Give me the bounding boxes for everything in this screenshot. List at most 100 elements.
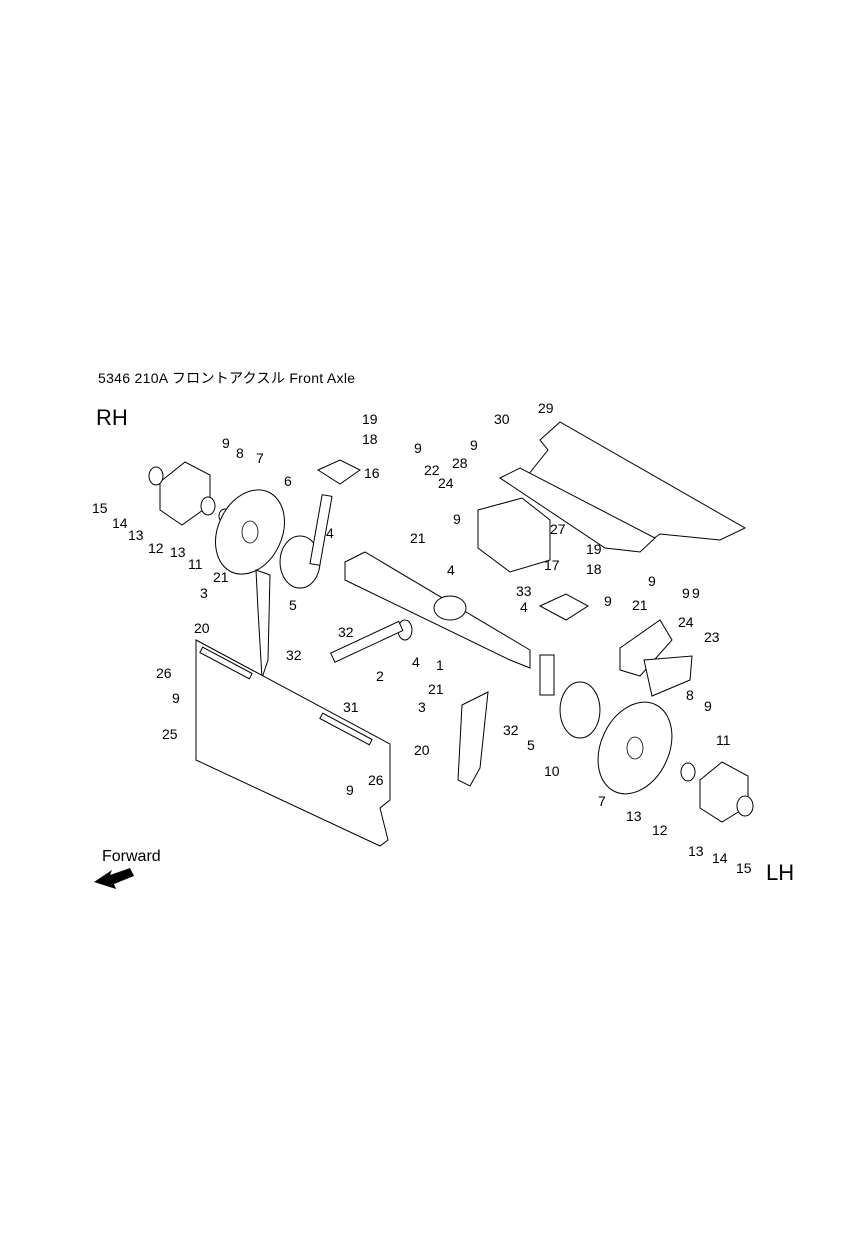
callout: 32 bbox=[503, 722, 519, 738]
pivot-pin bbox=[330, 620, 404, 663]
callout: 9 bbox=[346, 782, 354, 798]
callout: 9 bbox=[453, 511, 461, 527]
callout: 2 bbox=[376, 668, 384, 684]
callout: 9 bbox=[682, 585, 690, 601]
forward-arrow-icon bbox=[94, 868, 134, 889]
callout: 11 bbox=[188, 556, 203, 572]
callout: 5 bbox=[527, 737, 535, 753]
rh-bearing-inner bbox=[200, 496, 216, 516]
callout: 18 bbox=[362, 431, 378, 447]
callout: 1 bbox=[436, 657, 444, 673]
callout: 10 bbox=[544, 763, 560, 779]
callout: 12 bbox=[652, 822, 668, 838]
callout: 28 bbox=[452, 455, 468, 471]
callout: 25 bbox=[162, 726, 178, 742]
rh-bearing-outer bbox=[148, 466, 164, 486]
callout: 9 bbox=[222, 435, 230, 451]
callout: 32 bbox=[338, 624, 354, 640]
callout: 13 bbox=[128, 527, 144, 543]
callout: 9 bbox=[704, 698, 712, 714]
callout: 31 bbox=[343, 699, 359, 715]
callout: 14 bbox=[112, 515, 128, 531]
callout: 7 bbox=[598, 793, 606, 809]
callout: 5 bbox=[289, 597, 297, 613]
callout: 20 bbox=[194, 620, 210, 636]
bracket-plate bbox=[477, 497, 551, 573]
callout: 26 bbox=[156, 665, 172, 681]
forward-label: Forward bbox=[102, 848, 161, 865]
lh-bearing-outer bbox=[736, 795, 754, 817]
callout: 32 bbox=[286, 647, 302, 663]
callout: 13 bbox=[626, 808, 642, 824]
callout: 9 bbox=[470, 437, 478, 453]
rh-flange bbox=[159, 461, 211, 526]
callout: 21 bbox=[428, 681, 444, 697]
callout: 14 bbox=[712, 850, 728, 866]
rh-disc-hole bbox=[241, 520, 259, 544]
page-title: 5346 210A フロントアクスル Front Axle bbox=[98, 370, 356, 386]
lh-kingpin bbox=[539, 654, 555, 696]
callout: 26 bbox=[368, 772, 384, 788]
axle-pivot bbox=[433, 595, 467, 621]
lh-cover bbox=[643, 655, 693, 697]
callout: 21 bbox=[213, 569, 229, 585]
callout: 9 bbox=[414, 440, 422, 456]
callout: 3 bbox=[200, 585, 208, 601]
lh-guard bbox=[457, 691, 489, 787]
callout: 4 bbox=[412, 654, 420, 670]
rh-spindle bbox=[309, 494, 333, 566]
callout: 9 bbox=[648, 573, 656, 589]
apron-bar-left bbox=[199, 646, 253, 680]
callout: 6 bbox=[284, 473, 292, 489]
callout: 21 bbox=[410, 530, 426, 546]
callout: 18 bbox=[586, 561, 602, 577]
callout: 4 bbox=[520, 599, 528, 615]
callout: 27 bbox=[550, 521, 566, 537]
callout-labels: 19 18 16 9 30 29 9 28 22 24 9 27 9 8 7 6… bbox=[92, 400, 752, 876]
callout: 23 bbox=[704, 629, 720, 645]
lh-bearing-inner bbox=[680, 762, 696, 782]
callout: 4 bbox=[447, 562, 455, 578]
callout: 13 bbox=[688, 843, 704, 859]
support-plate bbox=[499, 467, 656, 553]
callout: 29 bbox=[538, 400, 554, 416]
callout: 15 bbox=[92, 500, 108, 516]
front-apron bbox=[195, 639, 391, 847]
callout: 8 bbox=[686, 687, 694, 703]
rh-knuckle-arm bbox=[316, 459, 361, 485]
rh-side-label: RH bbox=[96, 405, 128, 430]
callout: 19 bbox=[362, 411, 378, 427]
callout: 8 bbox=[236, 445, 244, 461]
top-plate bbox=[519, 421, 747, 549]
callout: 16 bbox=[364, 465, 380, 481]
callout: 24 bbox=[438, 475, 454, 491]
callout: 17 bbox=[544, 557, 560, 573]
apron-bar-right bbox=[319, 712, 373, 746]
rh-guard bbox=[255, 569, 271, 679]
callout: 9 bbox=[604, 593, 612, 609]
callout: 33 bbox=[516, 583, 532, 599]
callout: 12 bbox=[148, 540, 164, 556]
callout: 15 bbox=[736, 860, 752, 876]
lh-disc bbox=[597, 701, 673, 795]
lh-hub bbox=[559, 681, 601, 739]
lh-bracket bbox=[619, 619, 673, 677]
callout: 20 bbox=[414, 742, 430, 758]
lh-knuckle-arm bbox=[538, 593, 589, 621]
callout: 24 bbox=[678, 614, 694, 630]
callout: 30 bbox=[494, 411, 510, 427]
lh-side-label: LH bbox=[766, 860, 795, 885]
callout: 4 bbox=[326, 525, 334, 541]
callout: 13 bbox=[170, 544, 186, 560]
callout: 9 bbox=[172, 690, 180, 706]
rh-disc bbox=[215, 489, 285, 575]
callout: 22 bbox=[424, 462, 440, 478]
callout: 21 bbox=[632, 597, 648, 613]
callout: 11 bbox=[716, 732, 731, 748]
callout: 9 bbox=[692, 585, 700, 601]
callout: 3 bbox=[418, 699, 426, 715]
callout: 7 bbox=[256, 450, 264, 466]
lh-disc-hole bbox=[626, 736, 644, 760]
callout: 19 bbox=[586, 541, 602, 557]
